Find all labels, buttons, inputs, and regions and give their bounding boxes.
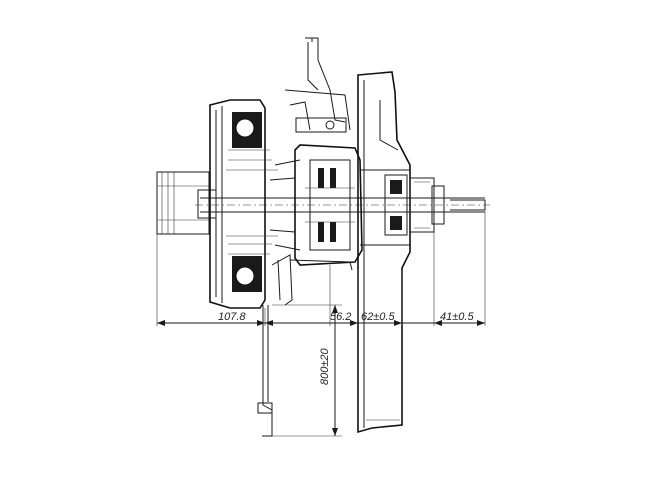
mounting-frame xyxy=(357,71,411,434)
horizontal-dimension-line xyxy=(157,320,485,326)
dim-label-800: 800±20 xyxy=(319,347,331,385)
right-bearing xyxy=(384,174,445,236)
dim-label-62: 62±0.5 xyxy=(361,311,395,323)
dim-label-107-8: 107.8 xyxy=(218,311,246,323)
brake-lever xyxy=(284,37,351,133)
extension-lines xyxy=(156,212,486,437)
dim-label-41: 41±0.5 xyxy=(440,311,474,323)
dim-label-56-2: 56.2 xyxy=(330,311,351,323)
vertical-dimension-line xyxy=(332,305,338,436)
rotor-housing xyxy=(209,99,278,309)
left-pulley xyxy=(156,171,217,235)
lower-bracket xyxy=(257,254,353,437)
main-shaft xyxy=(195,197,490,213)
gearbox xyxy=(269,144,363,266)
